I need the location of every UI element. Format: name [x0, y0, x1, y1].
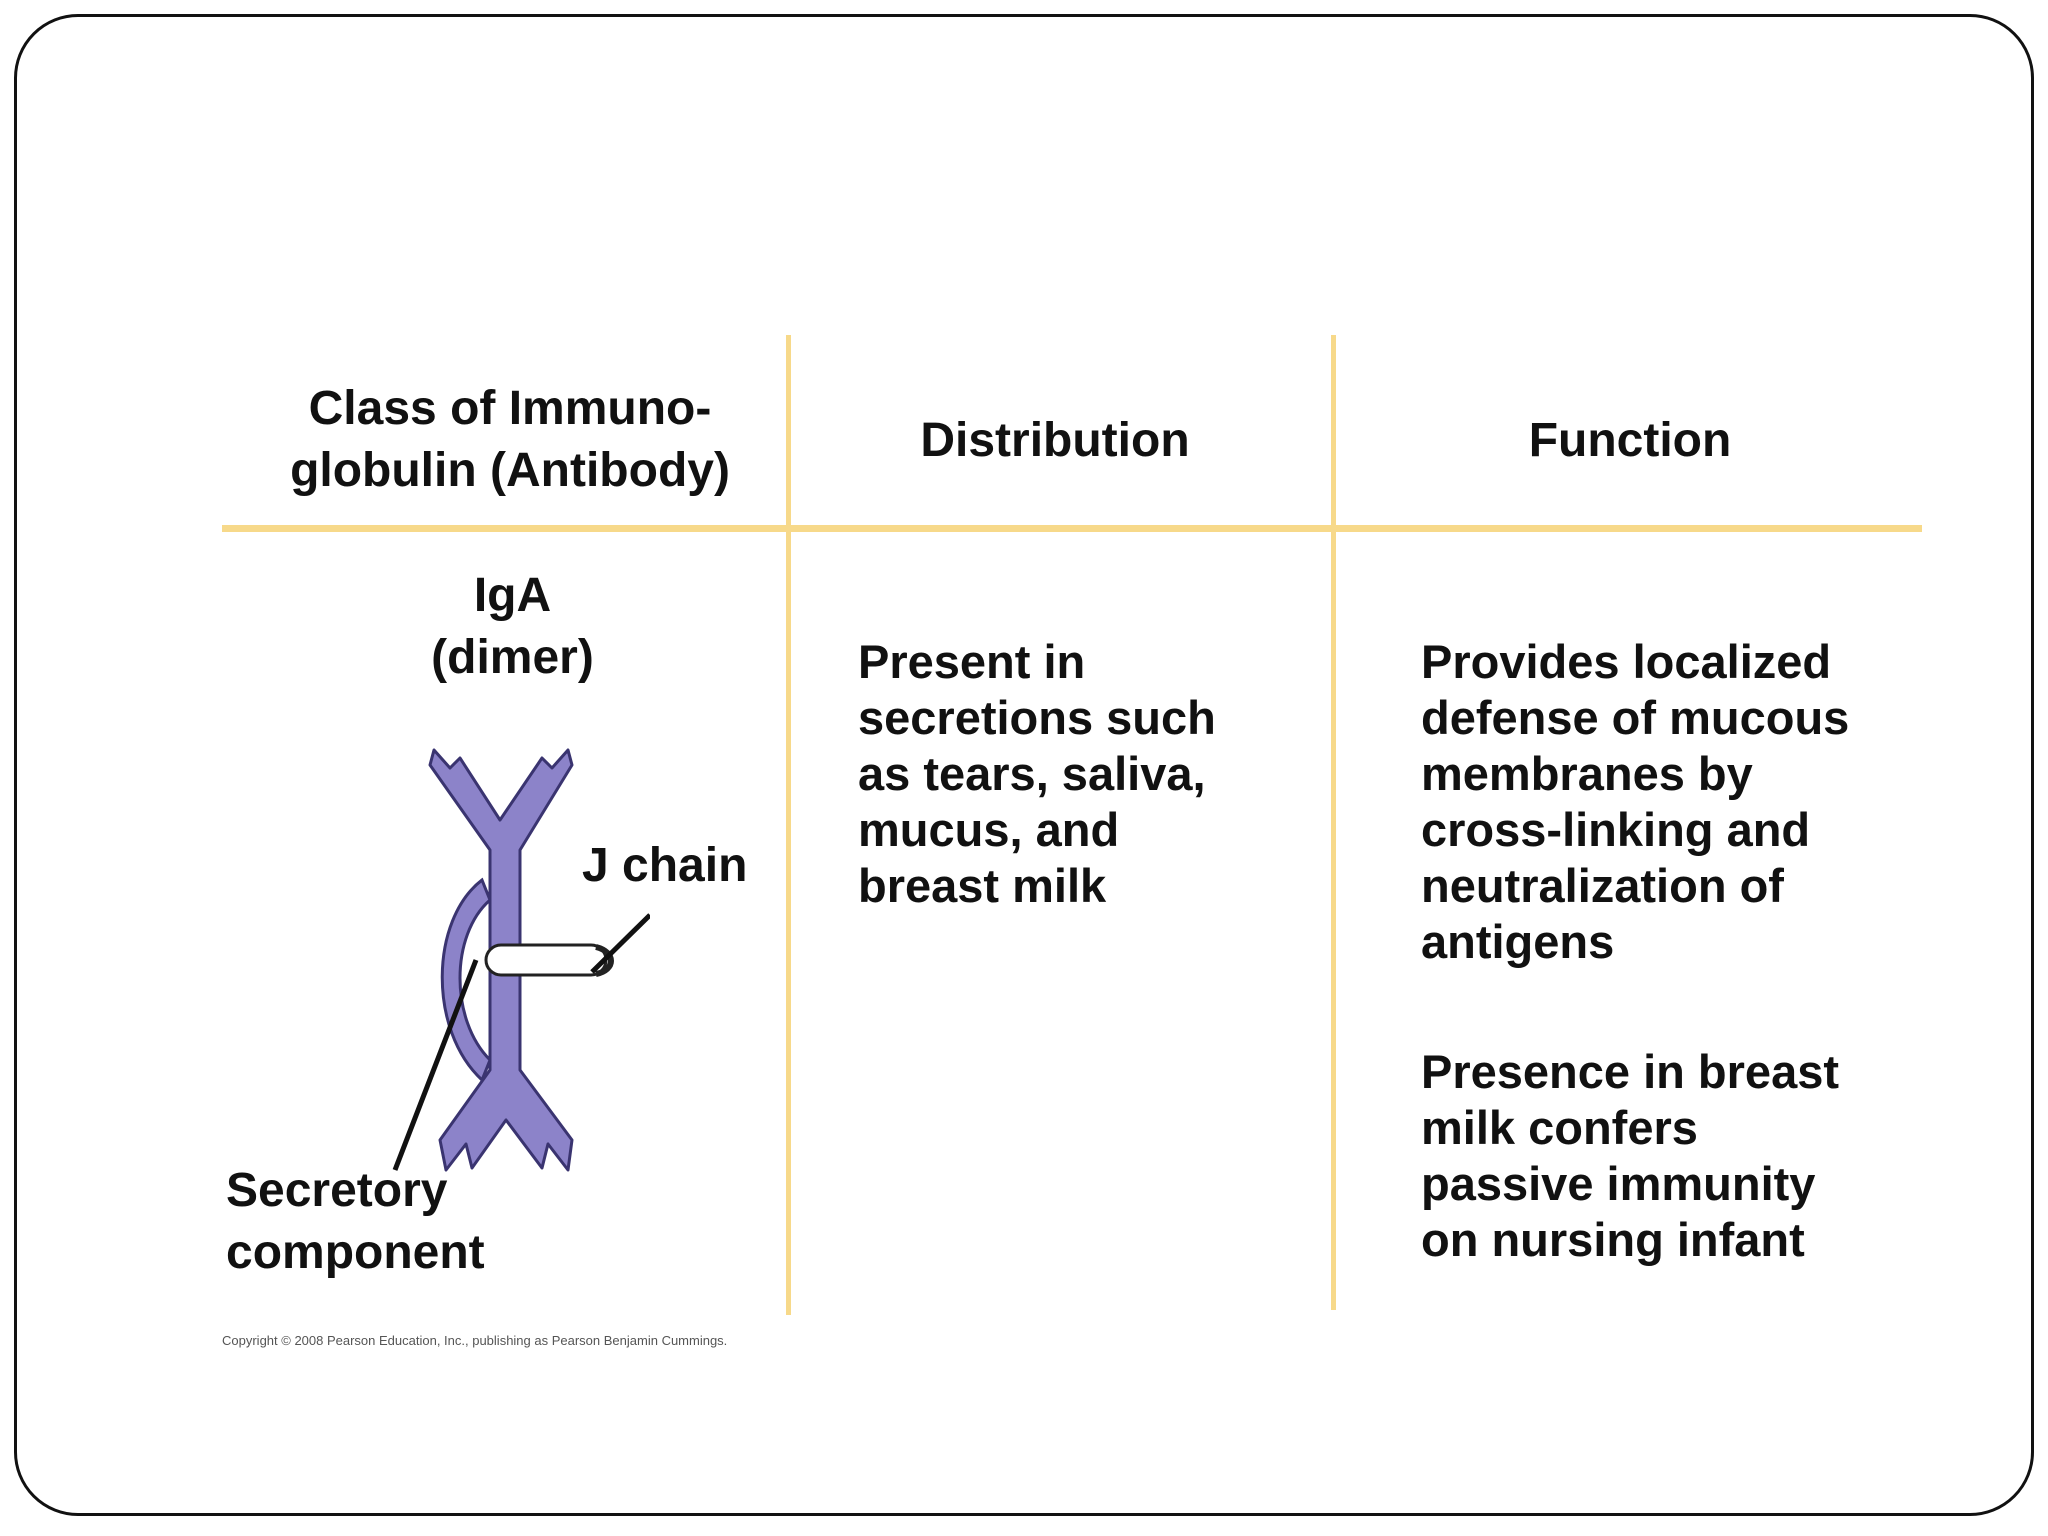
function-text-1: Provides localized defense of mucous mem… [1421, 635, 1850, 968]
iga-dimer-diagram [392, 748, 650, 1172]
header-distribution: Distribution [920, 414, 1190, 467]
j-chain-leader [590, 913, 650, 974]
distribution-text: Present in secretions such as tears, sal… [858, 635, 1216, 912]
table-header-divider [222, 525, 1922, 532]
function-text-2: Presence in breast milk confers passive … [1421, 1045, 1839, 1266]
slide-frame [14, 14, 2034, 1516]
column-divider-2 [1331, 335, 1336, 1310]
header-function: Function [1528, 414, 1732, 467]
j-chain-shape [484, 943, 608, 977]
column-divider-1 [786, 335, 791, 1315]
copyright-notice: Copyright © 2008 Pearson Education, Inc.… [222, 1333, 728, 1348]
j-chain-label: J chain [582, 839, 748, 892]
secretory-component-leader [392, 959, 479, 1171]
class-name-iga: IgA (dimer) [431, 569, 594, 684]
secretory-component-label: Secretory component [226, 1164, 485, 1279]
header-class: Class of Immuno- globulin (Antibody) [290, 382, 730, 497]
